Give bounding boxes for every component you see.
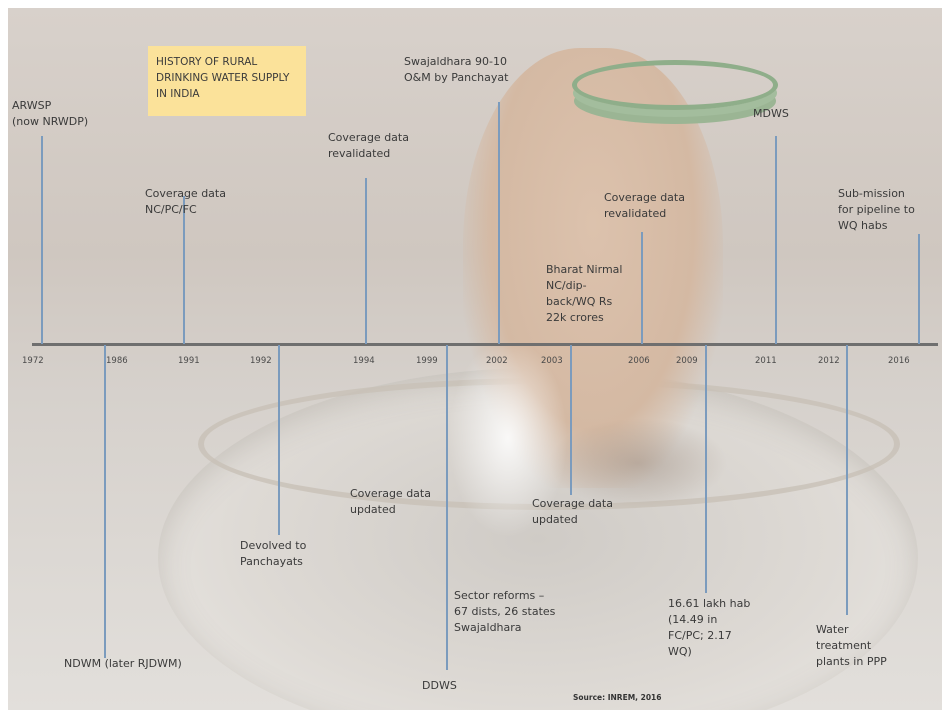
timeline-title: HISTORY OF RURAL DRINKING WATER SUPPLY I… (148, 46, 306, 116)
event-label-2003: Bharat Nirmal NC/dip- back/WQ Rs 22k cro… (546, 263, 623, 324)
timeline-axis (32, 343, 938, 346)
connector-line-1999 (446, 345, 448, 670)
connector-line-2002 (498, 102, 500, 344)
event-label-2006: Coverage data revalidated (604, 191, 685, 220)
year-label: 2011 (755, 356, 777, 366)
connector-line-2006 (641, 232, 643, 344)
year-label: 1972 (22, 356, 44, 366)
event-label-1986: NDWM (later RJDWM) (64, 657, 182, 670)
year-label: 2012 (818, 356, 840, 366)
year-label: 1986 (106, 356, 128, 366)
event-label-2009: 16.61 lakh hab (14.49 in FC/PC; 2.17 WQ) (668, 597, 751, 658)
connector-line-1992 (278, 345, 280, 535)
event-label-2016: Sub-mission for pipeline to WQ habs (838, 187, 915, 232)
event-label-1994: Coverage data revalidated (328, 131, 409, 160)
connector-line-2009 (705, 345, 707, 593)
year-label: 1992 (250, 356, 272, 366)
event-label-ddws: DDWS (422, 679, 457, 692)
year-label: 2002 (486, 356, 508, 366)
event-label-1991: Coverage data NC/PC/FC (145, 187, 226, 216)
year-label: 1999 (416, 356, 438, 366)
connector-line-2011 (775, 136, 777, 344)
year-label: 2009 (676, 356, 698, 366)
year-label: 2006 (628, 356, 650, 366)
connector-line-1991 (183, 196, 185, 344)
connector-line-1986 (104, 345, 106, 658)
year-label: 2016 (888, 356, 910, 366)
event-label-1992: Devolved to Panchayats (240, 539, 307, 568)
event-label-2011: MDWS (753, 107, 789, 120)
connector-line-2003 (570, 345, 572, 495)
timeline-slide: HISTORY OF RURAL DRINKING WATER SUPPLY I… (8, 8, 942, 710)
water-splash-background-image (448, 338, 568, 538)
event-label-2012: Water treatment plants in PPP (816, 623, 887, 668)
event-label-1972: ARWSP (now NRWDP) (12, 99, 89, 128)
connector-line-2016 (918, 234, 920, 344)
event-label-2003-below: Coverage data updated (532, 497, 613, 526)
event-label-1994-below: Coverage data updated (350, 487, 431, 516)
year-label: 1994 (353, 356, 375, 366)
source-citation: Source: INREM, 2016 (573, 693, 662, 702)
connector-line-1994 (365, 178, 367, 344)
connector-line-2012 (846, 345, 848, 615)
hand-shadow-background-image (548, 418, 728, 508)
event-label-1999: Sector reforms – 67 dists, 26 states Swa… (454, 589, 556, 634)
year-label: 1991 (178, 356, 200, 366)
connector-line-1972 (41, 136, 43, 344)
event-label-2002: Swajaldhara 90-10 O&M by Panchayat (404, 55, 509, 84)
bangle-background-image (572, 60, 778, 110)
year-label: 2003 (541, 356, 563, 366)
